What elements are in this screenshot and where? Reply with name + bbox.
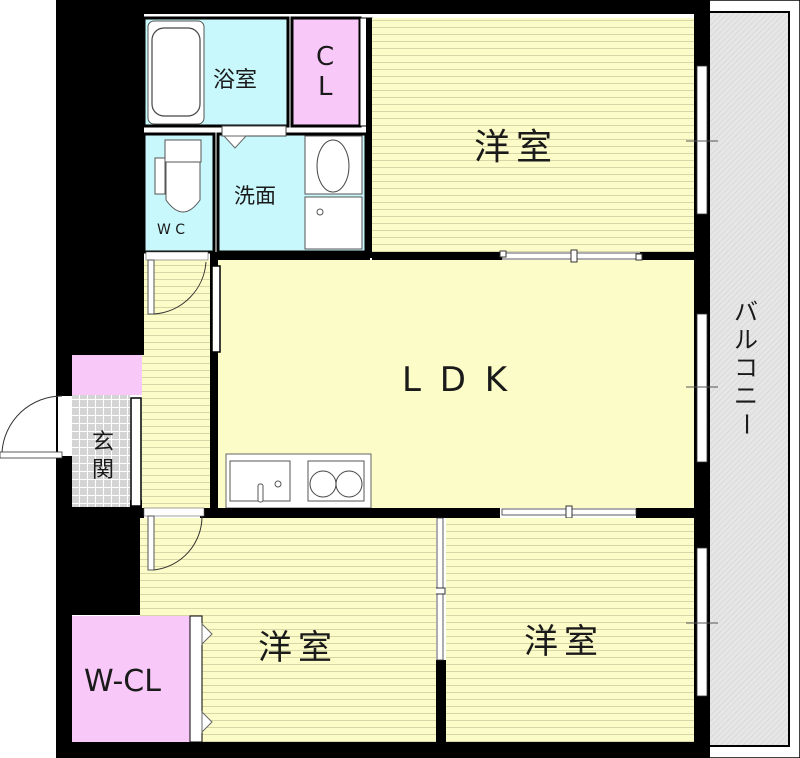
western-room-ne-floor [372, 18, 694, 252]
sliding-door-sw-se[interactable] [434, 517, 446, 661]
bathroom [142, 16, 290, 128]
label-western-room-se: 洋室 [524, 622, 604, 662]
toilet-room [142, 132, 216, 254]
balcony-char: ニ [734, 382, 758, 410]
label-bathroom: 浴室 [213, 68, 258, 93]
washroom [216, 125, 368, 261]
balcony-char: ル [734, 326, 758, 354]
label-western-room-sw: 洋室 [258, 628, 338, 668]
label-ldk: L D K [402, 360, 512, 400]
walk-in-closet [72, 615, 213, 743]
label-closet-l: L [318, 72, 333, 102]
interior-walls [210, 18, 696, 508]
ldk [218, 260, 694, 509]
western-room-se-floor [446, 518, 694, 742]
front-door[interactable] [0, 395, 72, 459]
label-entrance-1: 玄 [92, 430, 115, 455]
hall-side-door[interactable] [211, 265, 221, 353]
wc-door[interactable] [145, 251, 209, 315]
label-toilet: W C [157, 222, 186, 238]
label-balcony: バ ル コ ニ ー [731, 298, 761, 438]
entrance [72, 355, 210, 508]
sw-room-door[interactable] [143, 507, 205, 571]
balcony-char: コ [734, 354, 758, 382]
label-washroom: 洗面 [234, 184, 276, 208]
balcony-char: ー [732, 412, 760, 436]
label-closet-c: C [316, 42, 335, 72]
balcony-char: バ [734, 298, 758, 326]
label-walk-in-closet: W-CL [84, 664, 161, 699]
label-entrance-2: 関 [92, 458, 115, 483]
sliding-door-ne[interactable] [499, 249, 643, 263]
label-western-room-ne: 洋室 [474, 127, 559, 168]
windows[interactable] [686, 65, 718, 697]
